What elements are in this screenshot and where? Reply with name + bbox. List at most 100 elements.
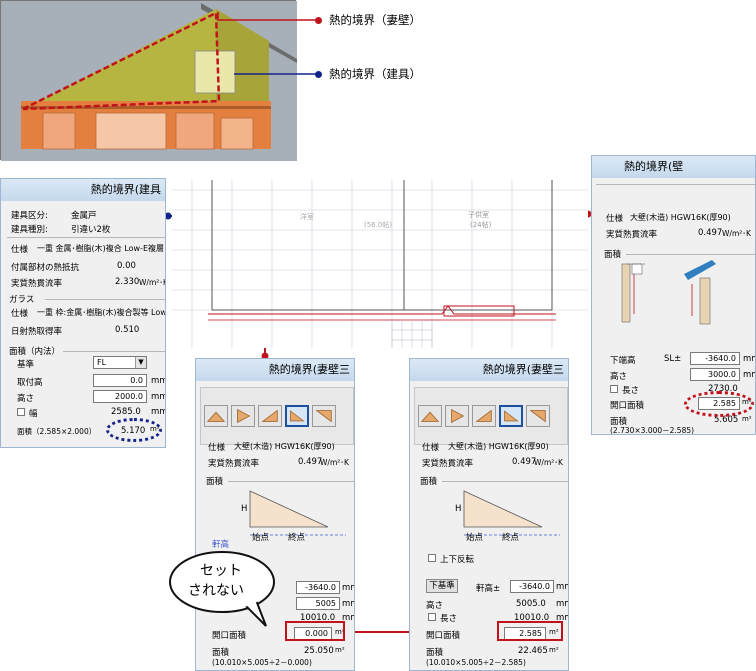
tri-button-2[interactable] [231,405,255,427]
gable-after-length-checkbox[interactable] [428,613,436,621]
fitting-base-select[interactable]: FL [93,356,147,369]
fitting-glass-spec-label: 仕様 [11,309,29,319]
gable-before-area-value: 25.050 [304,646,334,656]
wall-bottom-input[interactable]: -3640.0 [690,352,740,365]
gable-before-h-mark: H [241,504,248,514]
fitting-type-value: 金属戸 [71,211,97,221]
gable-after-height-label: 高さ [426,601,444,611]
wall-area-calc: (2.730×3.000－2.585) [610,426,695,435]
tri-button-5[interactable] [526,405,550,427]
gable-after-area-label: 面積 [426,648,444,658]
fitting-area-highlight [106,418,162,442]
plan-room1-area: (56.0帖) [364,221,393,229]
callout-dot-red [315,17,322,24]
bubble-line-1: セット [200,563,242,579]
fitting-area-label: 面積（2.585×2.000） [17,427,97,436]
tri-button-5[interactable] [312,405,336,427]
bubble-line-2: されない [188,583,244,599]
fitting-base-label: 基準 [17,360,35,370]
chevron-down-icon[interactable]: ▼ [135,357,146,368]
gable-before-length-unit: mm [342,613,354,623]
gable-before-length-value: 10010.0 [300,613,336,623]
gable-panel-before: 熱的境界(妻壁三 仕様 大壁(木造) HGW16K(厚90) 実質熱貫流率 0.… [195,358,355,671]
fitting-transmittance-unit: W/m²･K [139,278,166,287]
triangle-left-corner-icon [504,410,519,422]
gable-after-eave-label: 軒高± [476,584,501,594]
wall-transmittance-value: 0.497 [698,228,723,238]
fitting-spec-value: 一重 金属･樹脂(木)複合 Low-E複層 [37,244,165,253]
tri-button-3[interactable] [472,405,496,427]
gable-after-height-unit: mm [556,599,568,609]
fitting-mount-input[interactable]: 0.0 [93,374,147,387]
fitting-boundary-panel: 熱的境界(建具 建具区分: 金属戸 建具種別: 引違い2枚 仕様 一重 金属･樹… [0,178,166,448]
fitting-panel-title: 熱的境界(建具 [1,179,165,201]
gable-after-eave-input[interactable]: -3640.0 [510,580,554,593]
gable-after-transmittance-value: 0.497 [512,457,537,467]
wall-length-checkbox[interactable] [610,385,618,393]
gable-before-eave-input[interactable]: -3640.0 [296,581,340,594]
flip-checkbox[interactable] [428,554,436,562]
fitting-transmittance-value: 2.330 [115,277,140,287]
wall-area-value: 5.605 [714,415,739,425]
gable-after-height-value: 5005.0 [516,599,546,609]
tri-button-3[interactable] [258,405,282,427]
fitting-mount-unit: mm [151,376,166,386]
gable-before-transmittance-value: 0.497 [298,457,323,467]
tri-button-1[interactable] [418,405,442,427]
gable-after-length-label: 長さ [440,614,458,624]
fitting-kind-label: 建具種別: [11,225,48,235]
gable-after-opening-unit: m² [549,628,559,636]
gable-before-spec-value: 大壁(木造) HGW16K(厚90) [234,442,335,451]
plan-room1: 洋室 [300,213,314,221]
gable-before-end-label: 終点 [288,533,306,543]
wall-length-label: 長さ [622,386,640,396]
wall-transmittance-label: 実質熱貫流率 [606,230,658,240]
gable-after-area-unit: m² [549,646,559,654]
gable-before-title: 熱的境界(妻壁三 [196,359,354,381]
gable-after-end-label: 終点 [502,533,520,543]
tri-button-2[interactable] [445,405,469,427]
base-button[interactable]: 下基準 [426,579,458,593]
gable-after-area-group: 面積 [420,477,438,487]
gable-before-triangle-diagram [249,490,346,536]
triangle-left-corner-icon [290,410,305,422]
gable-after-opening-highlight [497,621,563,641]
tri-button-4[interactable] [285,405,309,427]
gable-after-start-label: 始点 [466,533,484,543]
triangle-top-corner-icon [315,410,332,423]
gable-before-opening-unit: m² [335,628,345,636]
fitting-width-label: 幅 [29,409,38,419]
wall-height-input[interactable]: 3000.0 [690,368,740,381]
gable-after-area-value: 22.465 [518,646,548,656]
fitting-transmittance-label: 実質熱貫流率 [11,279,63,289]
fitting-height-input[interactable]: 2000.0 [93,390,147,403]
wall-length-value: 2730.0 [708,384,738,394]
gable-after-spec-value: 大壁(木造) HGW16K(厚90) [448,442,549,451]
fitting-resistance-value: 0.00 [117,261,136,271]
gable-after-area-calc: (10.010×5.005÷2－2.585) [426,658,526,667]
fitting-width-checkbox[interactable] [17,408,25,416]
triangle-right-corner-icon [261,409,278,422]
gable-before-height-input[interactable]: 5005 [296,597,340,610]
gable-before-area-label: 面積 [212,648,230,658]
fitting-spec-label: 仕様 [11,245,29,255]
fitting-solar-label: 日射熱取得率 [11,327,63,337]
house-3d-illustration [1,1,297,161]
fitting-height-label: 高さ [17,394,35,404]
fitting-width-value: 2585.0 [111,407,141,417]
gable-after-eave-unit: mm [556,582,568,592]
gable-after-opening-label: 開口面積 [426,631,461,641]
fitting-mount-label: 取付高 [17,378,43,388]
fitting-width-unit: mm [151,407,166,417]
gable-before-opening-highlight [285,621,345,641]
triangle-isosceles-icon [206,411,226,422]
tri-button-1[interactable] [204,405,228,427]
tri-button-4[interactable] [499,405,523,427]
fitting-type-label: 建具区分: [11,211,48,221]
triangle-isosceles-icon [420,411,440,422]
wall-transmittance-unit: W/m²･K [722,229,751,238]
callout-gable-wall: 熱的境界（妻壁） [329,13,421,27]
gable-before-transmittance-unit: W/m²･K [320,458,349,467]
wall-bottom-prefix: SL± [664,354,682,364]
gable-after-title: 熱的境界(妻壁三 [410,359,568,381]
